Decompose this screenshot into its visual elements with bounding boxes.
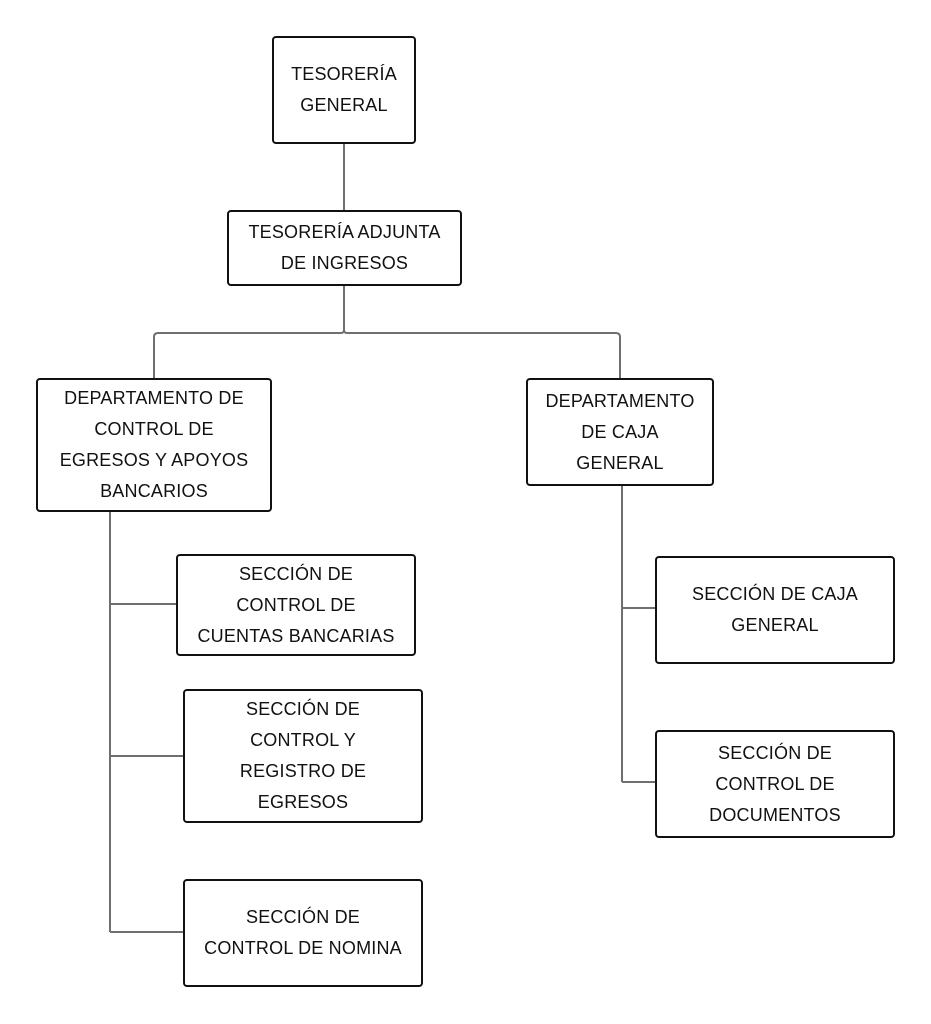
node-tesoreria-adjunta: TESORERÍA ADJUNTA DE INGRESOS [227, 210, 462, 286]
node-departamento-egresos: DEPARTAMENTO DE CONTROL DE EGRESOS Y APO… [36, 378, 272, 512]
node-tesoreria-adjunta-label: TESORERÍA ADJUNTA DE INGRESOS [248, 222, 441, 273]
connector-branch-to-left-department [153, 329, 345, 378]
node-seccion-control-nomina-label: SECCIÓN DE CONTROL DE NOMINA [204, 907, 402, 958]
node-seccion-caja-general-label: SECCIÓN DE CAJA GENERAL [691, 584, 859, 635]
node-seccion-cuentas-bancarias-label: SECCIÓN DE CONTROL DE CUENTAS BANCARIAS [197, 563, 395, 646]
node-seccion-registro-egresos: SECCIÓN DE CONTROL Y REGISTRO DE EGRESOS [183, 689, 423, 823]
node-departamento-egresos-label: DEPARTAMENTO DE CONTROL DE EGRESOS Y APO… [59, 388, 249, 501]
node-tesoreria-general: TESORERÍA GENERAL [272, 36, 416, 144]
node-seccion-control-documentos: SECCIÓN DE CONTROL DE DOCUMENTOS [655, 730, 895, 838]
node-seccion-cuentas-bancarias: SECCIÓN DE CONTROL DE CUENTAS BANCARIAS [176, 554, 416, 656]
node-seccion-caja-general: SECCIÓN DE CAJA GENERAL [655, 556, 895, 664]
node-tesoreria-general-label: TESORERÍA GENERAL [291, 64, 397, 115]
node-departamento-caja: DEPARTAMENTO DE CAJA GENERAL [526, 378, 714, 486]
node-departamento-caja-label: DEPARTAMENTO DE CAJA GENERAL [545, 390, 695, 473]
node-seccion-control-nomina: SECCIÓN DE CONTROL DE NOMINA [183, 879, 423, 987]
node-seccion-control-documentos-label: SECCIÓN DE CONTROL DE DOCUMENTOS [709, 742, 841, 825]
connector-branch-to-right-department [343, 329, 621, 378]
node-seccion-registro-egresos-label: SECCIÓN DE CONTROL Y REGISTRO DE EGRESOS [239, 699, 367, 812]
